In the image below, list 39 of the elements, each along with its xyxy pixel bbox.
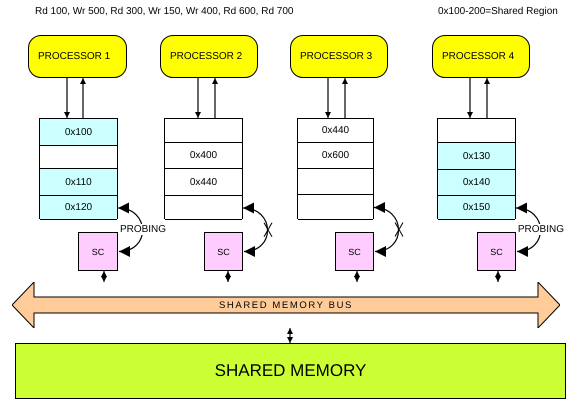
snoop-controller-box: SC <box>477 232 516 271</box>
double-arrow <box>225 271 231 282</box>
double-arrow <box>101 271 107 282</box>
arrow <box>342 78 348 118</box>
cache-box <box>437 118 516 219</box>
cache-line-cell: 0x120 <box>40 196 117 220</box>
note: 0x100-200=Shared Region <box>438 6 558 17</box>
double-arrow <box>374 203 400 256</box>
processor-box: PROCESSOR 4 <box>432 35 530 78</box>
arrow <box>325 78 331 118</box>
arrow <box>484 78 490 118</box>
cache-line-cell: 0x150 <box>438 196 515 220</box>
edge-label: PROBING <box>516 224 565 235</box>
cache-line-cell: 0x140 <box>438 170 515 196</box>
access-sequence-note: Rd 100, Wr 500, Rd 300, Wr 150, Wr 400, Rd 600, Rd 700 <box>35 6 294 17</box>
arrow <box>212 78 218 118</box>
processor-box: PROCESSOR 1 <box>28 35 127 78</box>
double-arrow <box>242 204 268 256</box>
arrow <box>195 78 201 118</box>
cache-line-cell: 0x100 <box>40 119 117 146</box>
memory-block: SHARED MEMORY <box>15 343 566 399</box>
processor-box: PROCESSOR 3 <box>290 35 388 78</box>
snoop-controller-box: SC <box>204 232 243 271</box>
snoop-controller-box: SC <box>335 232 374 271</box>
snoop-controller-box: SC <box>78 232 118 271</box>
cache-box <box>164 118 243 219</box>
edge-label: PROBING <box>118 224 168 235</box>
double-arrow <box>287 328 293 343</box>
cache-box <box>39 118 118 219</box>
cache-line-cell: 0x130 <box>438 143 515 170</box>
cache-box <box>297 118 374 219</box>
arrow <box>80 78 86 118</box>
double-arrow <box>495 271 501 282</box>
processor-box: PROCESSOR 2 <box>160 35 258 78</box>
bus-label: SHARED MEMORY BUS <box>218 300 353 310</box>
arrow <box>467 78 473 118</box>
arrow <box>64 78 70 118</box>
double-arrow <box>354 271 360 282</box>
cache-line-cell: 0x110 <box>40 169 117 196</box>
